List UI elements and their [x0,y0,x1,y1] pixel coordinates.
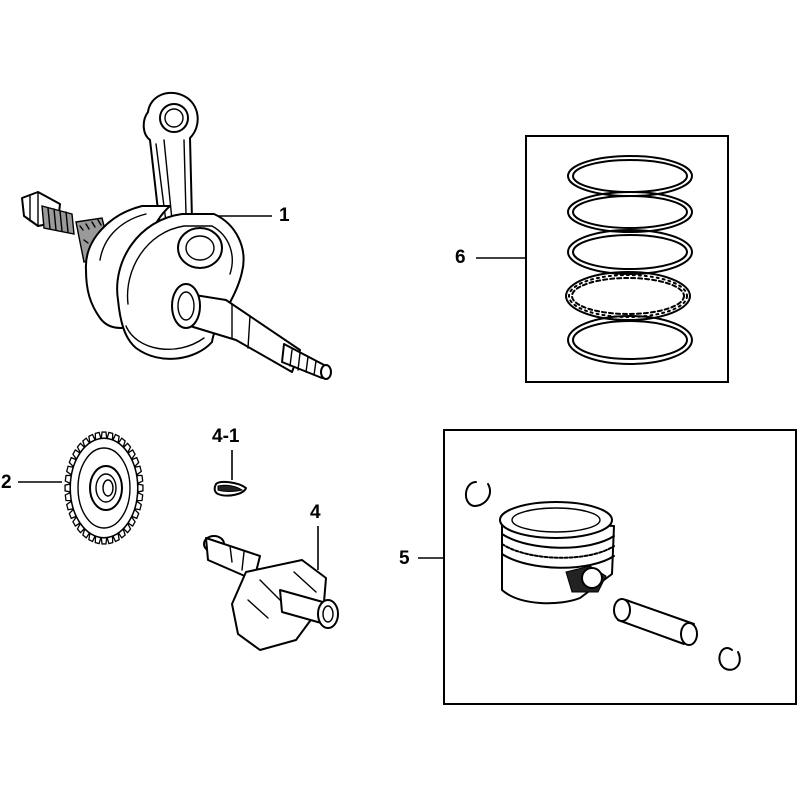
callout-label-2: 2 [1,472,12,493]
balancer-shaft [203,535,339,651]
gear-tooth [117,528,126,539]
gear-tooth [100,537,108,545]
gear-tooth [65,465,74,476]
gear-tooth [136,474,144,485]
gear-tooth [88,532,96,543]
woodruff-key [213,480,247,497]
gear-tooth [82,528,91,539]
gear-tooth [127,448,136,461]
gear-tooth [136,491,144,502]
piston-assembly [465,481,741,671]
gear-tooth [137,483,144,493]
callout-label-6: 6 [455,247,466,268]
gear-tooth [122,442,132,454]
gear-tooth [64,483,71,493]
gear-tooth [64,491,72,502]
gear-teeth [64,431,144,545]
gear-tooth [106,431,114,441]
gear-tooth [76,522,86,534]
gear-tooth [134,465,143,476]
gear-tooth [122,522,132,534]
gear-tooth [100,431,108,439]
gear-tooth [94,535,102,545]
callout-label-1: 1 [279,205,290,226]
gear-tooth [131,456,140,468]
gear-tooth [64,474,72,485]
gear-tooth [72,448,81,461]
gear-tooth [127,515,136,528]
crankshaft-assembly [21,91,332,380]
gear-tooth [82,437,91,448]
gear-tooth [106,535,114,545]
gear-tooth [88,433,96,444]
gear-tooth [72,515,81,528]
gear-tooth [117,437,126,448]
gear-tooth [76,442,86,454]
gear-tooth [112,433,120,444]
gear-tooth [68,456,77,468]
gear-tooth [94,431,102,441]
callout-label-4: 4 [310,502,321,523]
piston-ring-set [565,155,693,365]
gear-tooth [65,500,74,511]
balancer-gear [69,437,139,539]
gear-tooth [134,500,143,511]
callout-label-5: 5 [399,548,410,569]
gear-tooth [68,508,77,520]
gear-tooth [131,508,140,520]
rings-box [525,135,729,383]
gear-tooth [112,532,120,543]
piston-box [443,429,797,705]
callout-label-4-1: 4-1 [212,426,240,447]
